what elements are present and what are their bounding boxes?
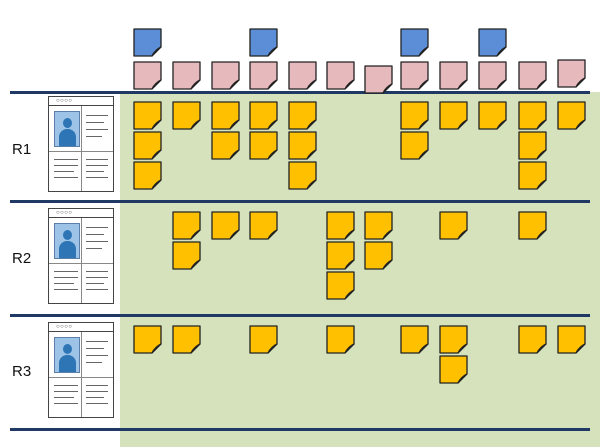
story-note[interactable] [439, 101, 469, 131]
story-note[interactable] [518, 101, 548, 131]
story-note[interactable] [288, 101, 318, 131]
user-task-note[interactable] [288, 61, 318, 91]
story-note[interactable] [439, 355, 469, 385]
user-task-note[interactable] [364, 65, 394, 95]
story-note[interactable] [172, 325, 202, 355]
story-note[interactable] [439, 325, 469, 355]
story-note[interactable] [326, 211, 356, 241]
release-divider-1 [10, 91, 590, 94]
row-label-r3: R3 [12, 363, 32, 380]
persona-card-r1: ○○○○ [48, 96, 114, 192]
story-note[interactable] [133, 101, 163, 131]
story-note[interactable] [249, 325, 279, 355]
story-note[interactable] [133, 161, 163, 191]
story-note[interactable] [326, 325, 356, 355]
release-divider-4 [10, 428, 590, 431]
story-note[interactable] [518, 211, 548, 241]
user-task-note[interactable] [478, 61, 508, 91]
story-note[interactable] [557, 325, 587, 355]
user-activity-note[interactable] [133, 28, 163, 58]
persona-card-titlebar: ○○○○ [49, 97, 113, 106]
user-task-note[interactable] [172, 61, 202, 91]
user-task-note[interactable] [400, 61, 430, 91]
story-note[interactable] [557, 101, 587, 131]
user-task-note[interactable] [518, 61, 548, 91]
user-activity-note[interactable] [249, 28, 279, 58]
row-label-r2: R2 [12, 250, 32, 267]
story-note[interactable] [478, 101, 508, 131]
story-note[interactable] [288, 161, 318, 191]
release-divider-2 [10, 200, 590, 203]
story-note[interactable] [249, 211, 279, 241]
story-note[interactable] [211, 211, 241, 241]
story-note[interactable] [172, 211, 202, 241]
story-note[interactable] [518, 325, 548, 355]
story-note[interactable] [400, 131, 430, 161]
story-note[interactable] [400, 101, 430, 131]
story-note[interactable] [249, 131, 279, 161]
story-note[interactable] [518, 131, 548, 161]
person-icon [54, 337, 80, 373]
user-activity-note[interactable] [478, 28, 508, 58]
user-task-note[interactable] [249, 61, 279, 91]
person-icon [54, 223, 80, 259]
story-note[interactable] [439, 211, 469, 241]
story-note[interactable] [326, 241, 356, 271]
story-note[interactable] [400, 325, 430, 355]
story-note[interactable] [172, 241, 202, 271]
story-note[interactable] [133, 131, 163, 161]
person-icon [54, 111, 80, 147]
persona-card-titlebar: ○○○○ [49, 323, 113, 332]
story-note[interactable] [288, 131, 318, 161]
story-note[interactable] [133, 325, 163, 355]
user-task-note[interactable] [557, 59, 587, 89]
story-note[interactable] [518, 161, 548, 191]
story-note[interactable] [326, 271, 356, 301]
user-task-note[interactable] [133, 61, 163, 91]
story-note[interactable] [249, 101, 279, 131]
story-note[interactable] [211, 131, 241, 161]
persona-card-r2: ○○○○ [48, 208, 114, 304]
user-task-note[interactable] [439, 61, 469, 91]
story-note[interactable] [172, 101, 202, 131]
story-note[interactable] [364, 211, 394, 241]
user-task-note[interactable] [211, 61, 241, 91]
release-divider-3 [10, 314, 590, 317]
story-note[interactable] [211, 101, 241, 131]
user-activity-note[interactable] [400, 28, 430, 58]
persona-card-r3: ○○○○ [48, 322, 114, 418]
persona-card-titlebar: ○○○○ [49, 209, 113, 218]
row-label-r1: R1 [12, 141, 32, 158]
user-task-note[interactable] [326, 61, 356, 91]
story-note[interactable] [364, 241, 394, 271]
